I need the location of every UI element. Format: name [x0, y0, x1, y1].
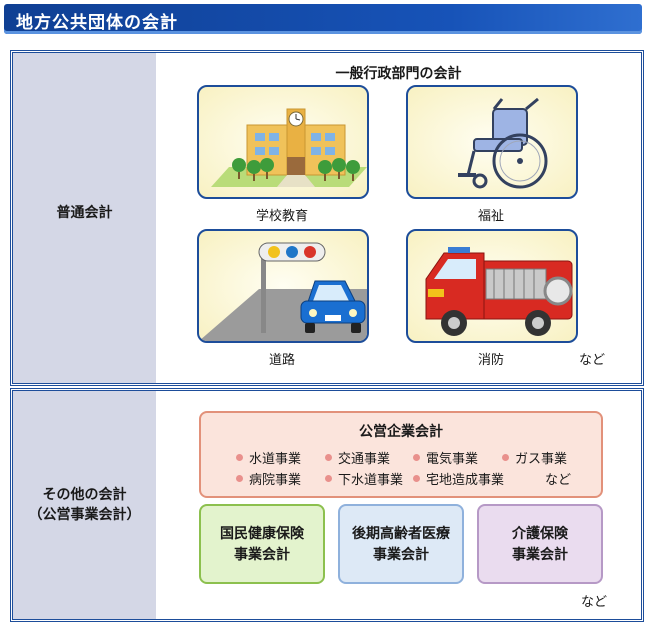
page-title: 地方公共団体の会計	[16, 8, 178, 33]
general-side-label: 普通会計	[13, 203, 156, 223]
list-item: 宅地造成事業	[413, 469, 504, 488]
other-side-label-1: その他の会計	[13, 485, 156, 505]
bullet-icon	[236, 475, 243, 482]
fire-truck-icon	[408, 231, 576, 341]
fire-card	[406, 229, 578, 343]
school-card	[197, 85, 369, 199]
list-item: 病院事業	[236, 469, 301, 488]
bullet-icon	[413, 454, 420, 461]
wheelchair-icon	[408, 87, 576, 197]
insurance-title-1a: 国民健康保険	[220, 526, 304, 542]
bullet-icon	[236, 454, 243, 461]
national-health-insurance-box: 国民健康保険事業会計	[199, 504, 325, 584]
bullet-icon	[502, 454, 509, 461]
public-enterprise-etc: など	[545, 469, 571, 488]
long-term-care-insurance-box: 介護保険事業会計	[477, 504, 603, 584]
school-icon	[199, 87, 367, 197]
card-label-welfare: 福祉	[406, 205, 576, 224]
general-account-section: 普通会計 一般行政部門の会計	[10, 50, 644, 386]
list-item: 交通事業	[325, 448, 390, 467]
other-side-label-2: （公営事業会計）	[13, 505, 156, 525]
card-label-fire: 消防	[406, 349, 576, 368]
road-car-icon	[199, 231, 367, 341]
insurance-title-3a: 介護保険	[512, 526, 568, 542]
late-elderly-medical-box: 後期高齢者医療事業会計	[338, 504, 464, 584]
list-item: 電気事業	[413, 448, 478, 467]
other-side-panel: その他の会計 （公営事業会計）	[13, 391, 156, 619]
road-card	[197, 229, 369, 343]
public-enterprise-box: 公営企業会計 水道事業 交通事業 電気事業 ガス事業 病院事業 下水道事業 宅地…	[199, 411, 603, 498]
other-etc-label: など	[581, 591, 607, 610]
list-item: 下水道事業	[325, 469, 403, 488]
other-account-section: その他の会計 （公営事業会計） 公営企業会計 水道事業 交通事業 電気事業 ガス…	[10, 388, 644, 622]
bullet-icon	[413, 475, 420, 482]
card-label-road: 道路	[197, 349, 367, 368]
header-bar: 地方公共団体の会計	[4, 4, 642, 34]
insurance-title-3b: 事業会計	[512, 547, 568, 563]
general-etc-label: など	[579, 349, 605, 368]
bullet-icon	[325, 475, 332, 482]
welfare-card	[406, 85, 578, 199]
general-side-panel: 普通会計	[13, 53, 156, 383]
bullet-icon	[325, 454, 332, 461]
public-enterprise-title: 公営企業会計	[201, 421, 601, 441]
insurance-title-1b: 事業会計	[234, 547, 290, 563]
insurance-title-2a: 後期高齢者医療	[352, 526, 450, 542]
list-item: 水道事業	[236, 448, 301, 467]
general-title: 一般行政部門の会計	[156, 63, 641, 83]
insurance-title-2b: 事業会計	[373, 547, 429, 563]
card-label-school: 学校教育	[197, 205, 367, 224]
list-item: ガス事業	[502, 448, 567, 467]
